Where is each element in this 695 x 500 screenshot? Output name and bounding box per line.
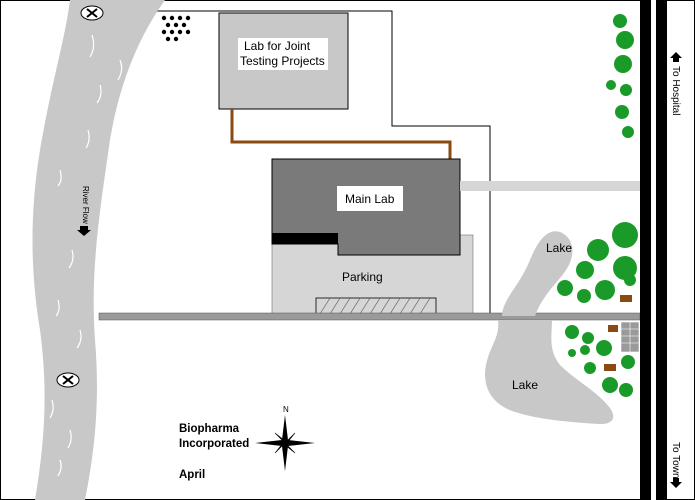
arrow-down-icon — [77, 226, 91, 236]
tree-icon — [606, 80, 616, 90]
parking-label: Parking — [342, 270, 383, 284]
arrow-up-icon — [670, 52, 682, 62]
tree-icon — [587, 239, 609, 261]
joint-lab-label-line2: Testing Projects — [240, 54, 325, 68]
joint-lab-label-line1: Lab for Joint — [244, 39, 311, 53]
cabin-icon — [608, 325, 618, 332]
tree-icon — [619, 383, 633, 397]
tree-icon — [616, 31, 634, 49]
company-name-line2: Incorporated — [179, 438, 249, 450]
road-x-marker-icon — [80, 5, 104, 21]
lab-connector — [230, 109, 452, 160]
lake-north-label: Lake — [546, 241, 572, 255]
cabin-icon — [604, 364, 616, 371]
to-hospital-sign: To Hospital — [670, 52, 682, 115]
main-lab-loading-dock — [272, 233, 338, 244]
main-road — [98, 312, 641, 321]
joint-lab-label-box — [238, 38, 328, 70]
tree-icon — [614, 55, 632, 73]
tree-icon — [612, 222, 638, 248]
tree-icon — [577, 289, 591, 303]
arrow-down-icon — [670, 478, 682, 488]
month-label: April — [179, 469, 205, 481]
lake-north — [502, 231, 573, 316]
parking-spaces — [315, 297, 437, 315]
tree-icon — [602, 377, 618, 393]
tree-row-north — [606, 14, 634, 138]
company-name-line1: Biopharma — [179, 423, 240, 435]
shed-grid-icon — [620, 321, 640, 353]
highway-lane — [651, 0, 656, 500]
svg-text:River Flow: River Flow — [81, 186, 90, 224]
cabin-icon — [620, 295, 632, 302]
highway-edge-left — [640, 0, 651, 500]
tree-icon — [582, 332, 594, 344]
river-flow-lines — [49, 34, 123, 477]
tree-cluster-north — [557, 222, 638, 303]
road-x-marker-icon — [56, 372, 80, 388]
tree-icon — [580, 345, 590, 355]
river-flow-label: River Flow — [77, 186, 91, 236]
tree-icon — [584, 362, 596, 374]
highway-edge-right — [656, 0, 667, 500]
compass-north-label: N — [283, 405, 289, 414]
tree-icon — [595, 280, 615, 300]
tree-icon — [576, 261, 594, 279]
to-hospital-label: To Hospital — [670, 66, 681, 115]
tree-icon — [620, 84, 632, 96]
tree-icon — [624, 274, 636, 286]
tree-icon — [613, 14, 627, 28]
tree-icon — [621, 355, 635, 369]
tree-icon — [568, 349, 576, 357]
tree-cluster-south — [565, 325, 635, 397]
dot-cluster — [161, 15, 191, 42]
compass-rose-icon: N — [255, 405, 315, 471]
access-driveway — [460, 181, 640, 191]
lake-south-label: Lake — [512, 378, 538, 392]
main-lab-label-box — [337, 186, 403, 211]
tree-icon — [622, 126, 634, 138]
tree-icon — [565, 325, 579, 339]
main-lab-label: Main Lab — [345, 192, 395, 206]
tree-icon — [615, 105, 629, 119]
to-town-sign: To Town — [670, 442, 682, 488]
tree-icon — [557, 280, 573, 296]
tree-icon — [613, 256, 637, 280]
tree-icon — [596, 340, 612, 356]
parking-hatching — [319, 297, 431, 315]
lake-south — [485, 320, 614, 425]
to-town-label: To Town — [670, 442, 681, 479]
